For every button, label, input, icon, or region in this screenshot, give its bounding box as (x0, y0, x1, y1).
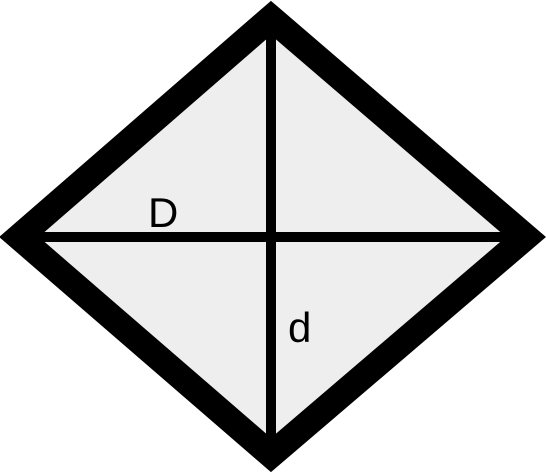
short-diagonal-label: d (288, 304, 311, 351)
long-diagonal-label: D (148, 189, 178, 236)
